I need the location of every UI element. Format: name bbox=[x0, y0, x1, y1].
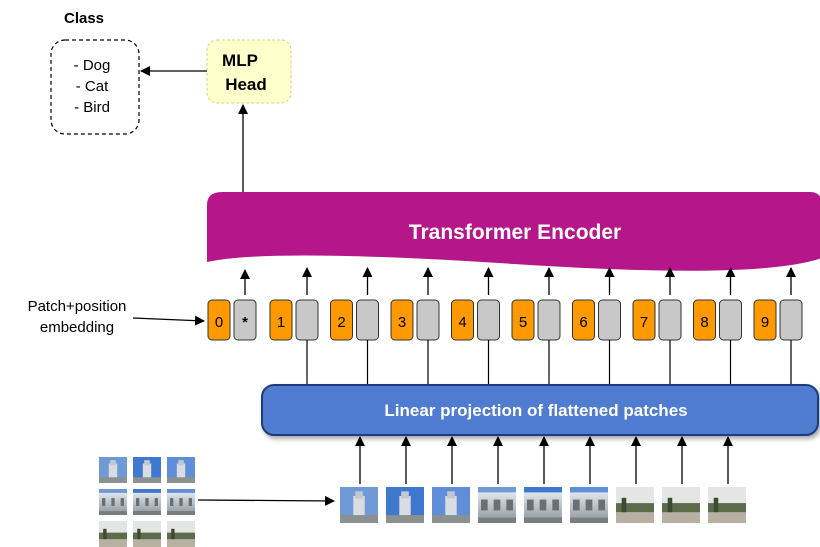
position-token-1-label: 1 bbox=[277, 314, 285, 331]
transformer-encoder-label: Transformer Encoder bbox=[409, 221, 621, 244]
patch-token-5 bbox=[537, 299, 561, 341]
linear-projection-label: Linear projection of flattened patches bbox=[384, 401, 687, 420]
position-token-6 bbox=[572, 299, 595, 341]
class-token-position-label: 0 bbox=[215, 314, 223, 331]
class-token-position bbox=[207, 299, 231, 341]
patch-token-7 bbox=[658, 299, 682, 341]
linear-projection: Linear projection of flattened patches bbox=[261, 384, 819, 436]
class-item-dog: - Dog bbox=[74, 57, 111, 74]
class-box bbox=[50, 39, 140, 135]
patch-token-4 bbox=[477, 299, 500, 341]
grid-patch-8 bbox=[133, 521, 161, 547]
class-item-cat: - Cat bbox=[76, 78, 109, 95]
transformer-encoder: Transformer Encoder bbox=[207, 192, 820, 271]
position-token-2 bbox=[330, 299, 353, 341]
class-item-bird: - Bird bbox=[74, 99, 110, 116]
token-row: 0 * 1 2 3 4 5 6 7 8 9 bbox=[207, 267, 803, 386]
transformer-encoder-shape bbox=[207, 192, 820, 271]
mlp-head: MLP Head bbox=[206, 39, 292, 104]
embedding-label-line2: embedding bbox=[40, 319, 114, 336]
mlp-head-line2: Head bbox=[225, 75, 267, 94]
class-token-embedding-label: * bbox=[242, 314, 248, 331]
position-token-8 bbox=[693, 299, 716, 341]
grid-patch-4 bbox=[99, 489, 127, 515]
patch-token-2 bbox=[356, 299, 379, 341]
sequence-patch-7 bbox=[616, 487, 654, 523]
arrow-grid-to-sequence bbox=[197, 495, 335, 506]
sequence-patch-2 bbox=[386, 487, 424, 523]
grid-patch-6 bbox=[167, 489, 195, 515]
sequence-patch-4 bbox=[478, 487, 516, 523]
position-token-1 bbox=[269, 299, 293, 341]
sequence-patch-8 bbox=[662, 487, 700, 523]
position-token-7 bbox=[632, 299, 656, 341]
grid-patch-1 bbox=[99, 457, 127, 483]
arrow-label-to-tokens bbox=[132, 315, 205, 326]
grid-patch-3 bbox=[167, 457, 195, 483]
grid-patch-9 bbox=[167, 521, 195, 547]
position-token-5 bbox=[511, 299, 535, 341]
patch-grid bbox=[99, 457, 195, 547]
grid-patch-7 bbox=[99, 521, 127, 547]
position-token-9-label: 9 bbox=[761, 314, 769, 331]
sequence-patch-1 bbox=[340, 487, 378, 523]
class-output: Class - Dog - Cat - Bird bbox=[50, 10, 140, 135]
position-token-2-label: 2 bbox=[337, 314, 345, 331]
patch-token-9 bbox=[779, 299, 803, 341]
patch-token-8 bbox=[719, 299, 742, 341]
position-token-3-label: 3 bbox=[398, 314, 406, 331]
grid-patch-5 bbox=[133, 489, 161, 515]
patch-token-3 bbox=[416, 299, 440, 341]
sequence-patch-9 bbox=[708, 487, 746, 523]
position-token-6-label: 6 bbox=[579, 314, 587, 331]
sequence-patch-5 bbox=[524, 487, 562, 523]
embedding-label-line1: Patch+position bbox=[28, 298, 127, 315]
patch-sequence bbox=[340, 436, 746, 523]
linear-projection-box bbox=[261, 384, 819, 436]
position-token-9 bbox=[753, 299, 777, 341]
position-token-3 bbox=[390, 299, 414, 341]
position-token-8-label: 8 bbox=[700, 314, 708, 331]
mlp-head-line1: MLP bbox=[222, 51, 258, 70]
sequence-patch-3 bbox=[432, 487, 470, 523]
mlp-head-box bbox=[206, 39, 292, 104]
class-token-embedding bbox=[233, 299, 257, 341]
class-title: Class bbox=[64, 10, 104, 27]
patch-token-1 bbox=[295, 299, 319, 341]
position-token-5-label: 5 bbox=[519, 314, 527, 331]
position-token-4 bbox=[451, 299, 474, 341]
patch-token-6 bbox=[598, 299, 621, 341]
position-token-4-label: 4 bbox=[458, 314, 466, 331]
position-token-7-label: 7 bbox=[640, 314, 648, 331]
grid-patch-2 bbox=[133, 457, 161, 483]
sequence-patch-6 bbox=[570, 487, 608, 523]
